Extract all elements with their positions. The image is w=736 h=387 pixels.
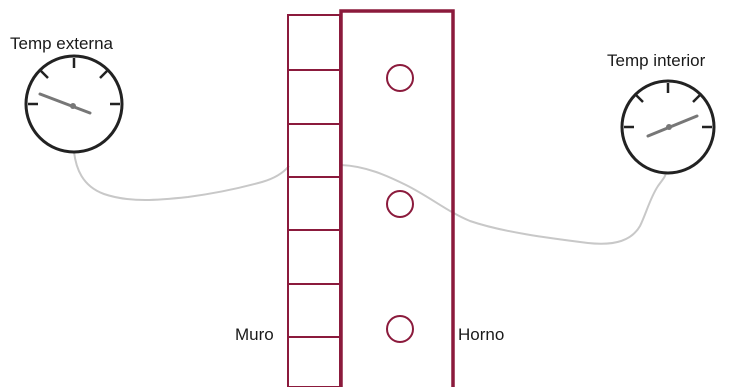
oven-port (387, 65, 413, 91)
oven-label: Horno (458, 326, 504, 343)
oven-port (387, 191, 413, 217)
wall-label: Muro (235, 326, 274, 343)
internal-temperature-gauge (622, 81, 714, 173)
external-temperature-gauge (26, 56, 122, 152)
oven (341, 11, 453, 387)
wall (288, 15, 340, 387)
oven-outline (341, 11, 453, 387)
internal-temperature-label: Temp interior (607, 52, 705, 69)
external-sensor-wire (74, 152, 289, 200)
oven-port (387, 316, 413, 342)
gauge-hub (70, 103, 76, 109)
gauge-hub (666, 124, 672, 130)
internal-sensor-wire (341, 165, 666, 244)
external-temperature-label: Temp externa (10, 35, 113, 52)
